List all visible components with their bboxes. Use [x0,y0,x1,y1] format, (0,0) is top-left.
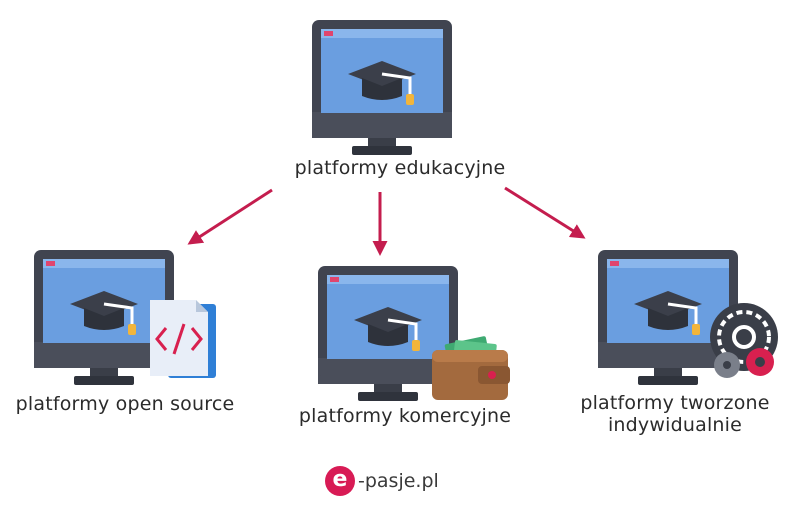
logo-mark: e [325,466,355,496]
node-label-open-source: platformy open source [15,393,235,415]
node-label-commercial: platformy komercyjne [298,405,512,427]
wallet-icon [432,336,510,400]
node-label-custom-line2: indywidualnie [607,414,743,436]
node-label-educational-platforms: platformy edukacyjne [294,157,506,179]
node-label-custom-line1: platformy tworzone [580,392,770,414]
node-label-custom: platformy tworzone indywidualnie [575,392,775,436]
code-file-icon [150,300,216,378]
arrow-to-custom [504,186,586,239]
gears-icon [710,303,778,378]
monitor-graduation-cap-icon [310,18,454,157]
logo-text: -pasje.pl [358,470,439,492]
arrow-to-open-source [187,188,273,245]
site-logo: e -pasje.pl [325,466,439,496]
